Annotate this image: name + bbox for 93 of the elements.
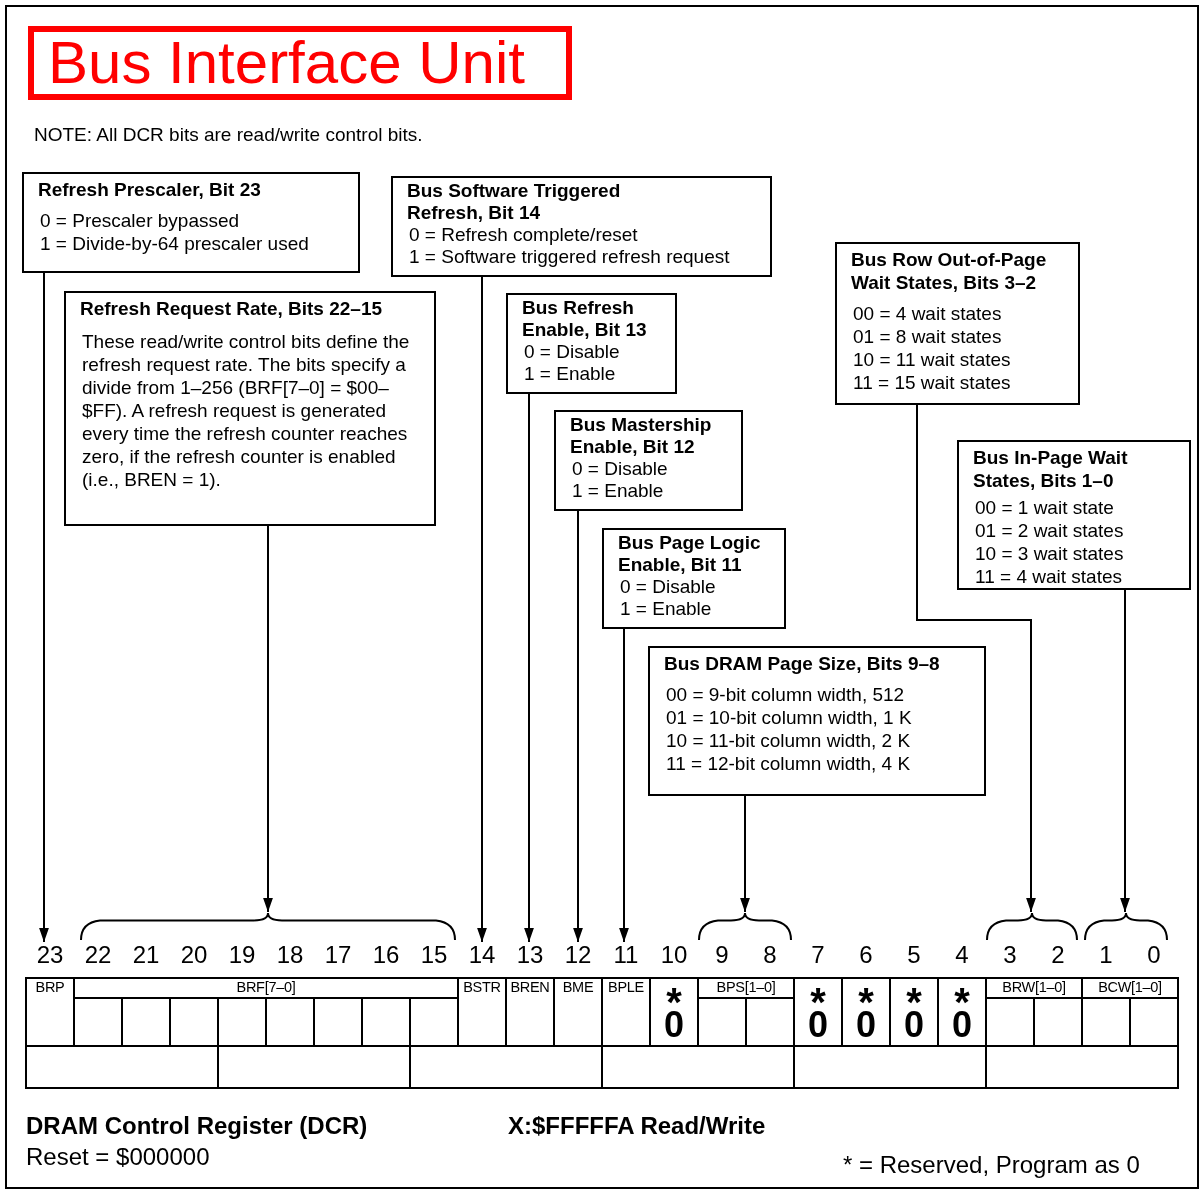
box-text: 01 = 8 wait states	[852, 325, 1003, 348]
box-text: 0 = Refresh complete/reset	[408, 224, 639, 246]
field-name: BPS[1–0]	[715, 980, 777, 995]
bit-number: 3	[1002, 942, 1018, 968]
bit-number: 16	[371, 942, 401, 968]
box-heading: Refresh Prescaler, Bit 23	[38, 178, 262, 201]
bit-number: 4	[954, 942, 970, 968]
curly-brace	[986, 912, 1078, 940]
bit-number: 5	[906, 942, 922, 968]
box-text: 0 = Disable	[571, 458, 669, 480]
box-text: 10 = 11 wait states	[852, 348, 1012, 371]
bit-number: 21	[131, 942, 161, 968]
field-name: BPLE	[607, 980, 645, 995]
description-box	[22, 172, 360, 273]
field-name: BRF[7–0]	[235, 980, 297, 995]
description-box	[957, 440, 1191, 590]
bit-number: 9	[714, 942, 730, 968]
arrow	[619, 628, 629, 943]
description-box	[554, 410, 743, 511]
box-text: 00 = 9-bit column width, 512	[665, 683, 906, 706]
box-text: 01 = 2 wait states	[974, 519, 1125, 542]
curly-brace	[698, 912, 792, 940]
register-caption: Reset = $000000	[26, 1145, 210, 1169]
description-box	[602, 528, 786, 629]
box-text: 10 = 11-bit column width, 2 K	[665, 729, 912, 752]
arrow	[1120, 589, 1130, 913]
bit-number: 11	[602, 942, 650, 970]
box-heading: Bus Mastership Enable, Bit 12	[570, 414, 713, 458]
field-name: BRP	[34, 980, 66, 995]
bit-number: 2	[1050, 942, 1066, 968]
description-box	[648, 646, 986, 796]
bit-number: 22	[83, 942, 113, 968]
arrow	[524, 393, 534, 943]
box-text: 00 = 4 wait states	[852, 302, 1003, 325]
bit-number: 13	[506, 942, 554, 970]
box-text: 11 = 15 wait states	[852, 371, 1012, 394]
box-text: 10 = 3 wait states	[974, 542, 1125, 565]
bit-number: 12	[554, 942, 602, 970]
field-name: BSTR	[462, 980, 502, 995]
box-text: 11 = 4 wait states	[974, 565, 1123, 588]
bit-number: 6	[858, 942, 874, 968]
box-text: 00 = 1 wait state	[974, 496, 1115, 519]
box-heading: Bus DRAM Page Size, Bits 9–8	[664, 652, 941, 675]
box-text: 1 = Enable	[571, 480, 665, 502]
arrow	[916, 404, 1036, 913]
box-text: 1 = Enable	[619, 598, 713, 620]
field-name: BRW[1–0]	[1001, 980, 1067, 995]
bit-number: 10	[659, 942, 689, 968]
description-box	[835, 242, 1080, 405]
bit-number: 0	[1146, 942, 1162, 968]
box-text: 1 = Enable	[523, 363, 617, 385]
footnote: * = Reserved, Program as 0	[843, 1153, 1140, 1177]
box-text: 0 = Disable	[523, 341, 621, 363]
field-name: BCW[1–0]	[1097, 980, 1163, 995]
arrow	[477, 276, 487, 943]
curly-brace	[1084, 912, 1168, 940]
description-box	[64, 291, 436, 526]
bit-number: 17	[323, 942, 353, 968]
register-caption: X:$FFFFFA Read/Write	[508, 1114, 766, 1138]
register-caption: DRAM Control Register (DCR)	[26, 1114, 368, 1138]
box-text: 0 = Disable	[619, 576, 717, 598]
box-heading: Bus In-Page Wait States, Bits 1–0	[973, 446, 1129, 492]
bit-number: 23	[26, 942, 74, 970]
arrow	[740, 795, 750, 913]
box-text: 1 = Divide-by-64 prescaler used	[39, 232, 310, 255]
bit-number: 15	[419, 942, 449, 968]
bit-number: 1	[1098, 942, 1114, 968]
description-box	[391, 176, 772, 277]
bit-number: 14	[458, 942, 506, 970]
box-heading: Bus Row Out-of-Page Wait States, Bits 3–2	[851, 248, 1048, 294]
description-box	[506, 293, 677, 394]
arrow	[263, 525, 273, 913]
arrow	[39, 272, 49, 943]
bit-number: 18	[275, 942, 305, 968]
box-text: These read/write control bits define the refresh request rate. The bits specify a divide from 1–256 (BRF[7–0] = $00–$FF). A refresh request is generated every time the refresh counter reaches zero, if the refresh counter is enabled (i.e., BREN = 1).	[81, 330, 411, 491]
title: Bus Interface Unit	[28, 26, 572, 100]
box-heading: Bus Refresh Enable, Bit 13	[522, 297, 648, 341]
curly-brace	[80, 912, 456, 940]
bit-number: 8	[762, 942, 778, 968]
note-text: NOTE: All DCR bits are read/write control bits.	[34, 125, 423, 144]
box-text: 0 = Prescaler bypassed	[39, 209, 241, 232]
bit-number: 7	[810, 942, 826, 968]
box-text: 11 = 12-bit column width, 4 K	[665, 752, 912, 775]
box-heading: Refresh Request Rate, Bits 22–15	[80, 297, 383, 320]
box-text: 01 = 10-bit column width, 1 K	[665, 706, 913, 729]
arrow	[573, 510, 583, 943]
box-text: 1 = Software triggered refresh request	[408, 246, 731, 268]
field-name: BME	[561, 980, 595, 995]
bit-number: 19	[227, 942, 257, 968]
bit-number: 20	[179, 942, 209, 968]
field-name: BREN	[509, 980, 551, 995]
box-heading: Bus Software Triggered Refresh, Bit 14	[407, 180, 622, 224]
box-heading: Bus Page Logic Enable, Bit 11	[618, 532, 762, 576]
